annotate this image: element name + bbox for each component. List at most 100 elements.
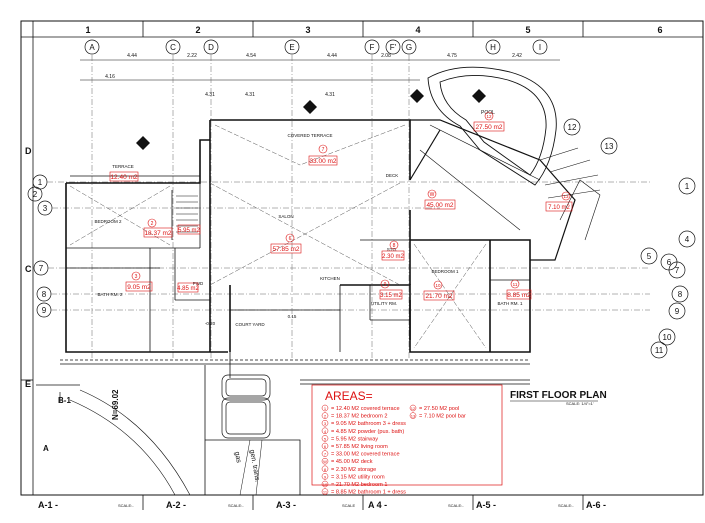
- grid-bubble-d: D: [208, 43, 214, 52]
- areas-left-row-text: = 9.05 M2 bathroom 3 + dress: [331, 421, 406, 427]
- grid-bubble-right-11: 11: [655, 346, 664, 355]
- tag-terrace-area: 12.40 m2: [110, 174, 137, 181]
- grid-dim-2: 2.22: [187, 53, 197, 59]
- tag-bath2-area: 9.05 m2: [127, 284, 151, 291]
- plan-title-scale: SCALE: 1/4"=1': [566, 401, 594, 406]
- grid-bubble-right-7: 7: [675, 266, 680, 275]
- room-num-11: 11: [513, 282, 518, 287]
- areas-right-row-bubble: [409, 404, 417, 412]
- areas-left-row-bubble: [321, 488, 329, 495]
- areas-left-row-number: 5: [324, 436, 327, 441]
- gen-trans-label: gen. trans.: [248, 449, 261, 483]
- tag-deck-area: 45.00 m2: [426, 202, 453, 209]
- column-number-1: 1: [85, 25, 90, 35]
- room-powder-label: PWD: [193, 281, 204, 286]
- areas-left-row-bubble: [321, 419, 329, 427]
- grid-bubble-right-9: 9: [675, 307, 680, 316]
- tag-bedroom1-area: 21.70 m2: [425, 293, 452, 300]
- room-num-10: 10: [435, 283, 441, 288]
- tag-stair-area: 5.95 m2: [178, 228, 200, 234]
- detail-ref-a5: A-5 -: [476, 500, 496, 510]
- room-num-12: 12: [486, 114, 492, 119]
- row-letter-d: D: [25, 146, 32, 156]
- grid-bubble-left-3: 3: [43, 204, 48, 213]
- room-num-8: 8: [393, 243, 396, 249]
- grid-dim-7: 2.42: [512, 53, 522, 59]
- areas-left-row-number: 11: [323, 490, 328, 495]
- room-bedroom2-label: BEDROOM 2: [94, 219, 122, 224]
- grid-dim-3: 4.54: [246, 53, 256, 59]
- grid-bubble-right-12: 12: [568, 123, 577, 132]
- grid-bubble-right-6: 6: [667, 258, 672, 267]
- areas-left-row-bubble: [321, 473, 329, 480]
- grid-bubble-a: A: [89, 43, 95, 52]
- areas-left-row-bubble: [321, 442, 329, 450]
- areas-left-row-text: = 2.30 M2 storage: [331, 467, 376, 473]
- detail-ref-a1: A-1 -: [38, 500, 58, 510]
- areas-right-row-text: = 27.50 M2 pool: [419, 406, 459, 412]
- grid-dim-5: 2.08: [381, 53, 391, 59]
- room-bedroom1-label: BEDROOM 1: [431, 269, 459, 274]
- detail-ref-a2: A-2 -: [166, 500, 186, 510]
- areas-left-row-text: = 57.85 M2 living room: [331, 444, 388, 450]
- tag-pool-area: 27.50 m2: [475, 124, 502, 131]
- grid-bubble-left-9: 9: [42, 306, 47, 315]
- scale-label-1: SCALE:-: [118, 503, 134, 508]
- section-ref-b1: B-1: [58, 396, 71, 405]
- tag-bedroom2-area: 18.37 m2: [144, 230, 171, 237]
- tag-utility-area: 3.15 m2: [380, 293, 402, 299]
- room-court-yard-label: COURT YARD: [235, 322, 265, 327]
- areas-left-row-text: = 18.37 M2 bedroom 2: [331, 414, 387, 420]
- tag-storage-area: 2.30 m2: [382, 254, 404, 260]
- row-letter-e: E: [25, 379, 31, 389]
- column-number-2: 2: [195, 25, 200, 35]
- areas-left-row-text: = 33.00 M2 covered terrace: [331, 452, 400, 458]
- room-bath2-label: BATH RM. 2: [98, 292, 123, 297]
- areas-left-row-number: 7: [324, 452, 327, 457]
- detail-ref-a4: A 4 -: [368, 500, 387, 510]
- grid-dim-11: 4.31: [205, 92, 215, 98]
- areas-right-row-text: = 7.10 M2 pool bar: [419, 414, 466, 420]
- areas-left-row-number: 10: [323, 482, 328, 487]
- room-num-7: 7: [322, 147, 325, 153]
- areas-left-row-number: 4: [324, 429, 327, 434]
- deck-outline: [409, 119, 576, 261]
- detail-ref-a6: A-6 -: [586, 500, 606, 510]
- room-num-3: 3: [135, 274, 138, 280]
- areas-table-title: AREAS=: [325, 389, 373, 403]
- areas-left-row-number: 1: [324, 406, 327, 411]
- room-pool-label: POOL: [481, 110, 495, 116]
- areas-left-row-bubble: [321, 450, 329, 457]
- areas-left-row-bubble: [321, 412, 329, 419]
- areas-left-row-bubble: [321, 404, 329, 412]
- column-number-6: 6: [657, 25, 662, 35]
- room-num-w: W: [430, 192, 435, 198]
- grid-dim-9: 4.31: [245, 92, 255, 98]
- room-kitchen-label: KITCHEN: [320, 276, 340, 281]
- grid-bubble-left-8: 8: [42, 290, 47, 299]
- areas-left-row-bubble: [321, 457, 329, 465]
- areas-left-row-text: = 12.40 M2 covered terrace: [331, 406, 400, 412]
- grid-bubble-right-10: 10: [663, 333, 672, 342]
- elevation-note: 0.15: [288, 314, 297, 319]
- plan-title: FIRST FLOOR PLAN: [510, 390, 607, 401]
- room-deck-label: DECK: [386, 173, 399, 178]
- areas-left-row-text: = 5.95 M2 stairway: [331, 436, 378, 442]
- parking-cars: [221, 374, 271, 439]
- grid-bubble-right-5: 5: [647, 252, 652, 261]
- grid-bubble-f-prime: F': [390, 43, 397, 52]
- elevation-note-2: -0.20: [205, 321, 216, 326]
- room-num-9: 9: [384, 282, 387, 288]
- grid-dim-10: 4.31: [325, 92, 335, 98]
- scale-label-4: SCALE:-: [448, 503, 464, 508]
- gas-label: gas: [233, 451, 242, 464]
- grid-bubble-f: F: [370, 43, 375, 52]
- grid-bubble-left-2: 2: [33, 190, 38, 199]
- row-letter-c: C: [25, 264, 32, 274]
- grid-dim-4: 4.44: [327, 53, 337, 59]
- grid-bubble-e: E: [289, 43, 294, 52]
- tag-bath1-area: 8.85 m2: [507, 292, 531, 299]
- room-salon-label: SALON: [278, 214, 293, 219]
